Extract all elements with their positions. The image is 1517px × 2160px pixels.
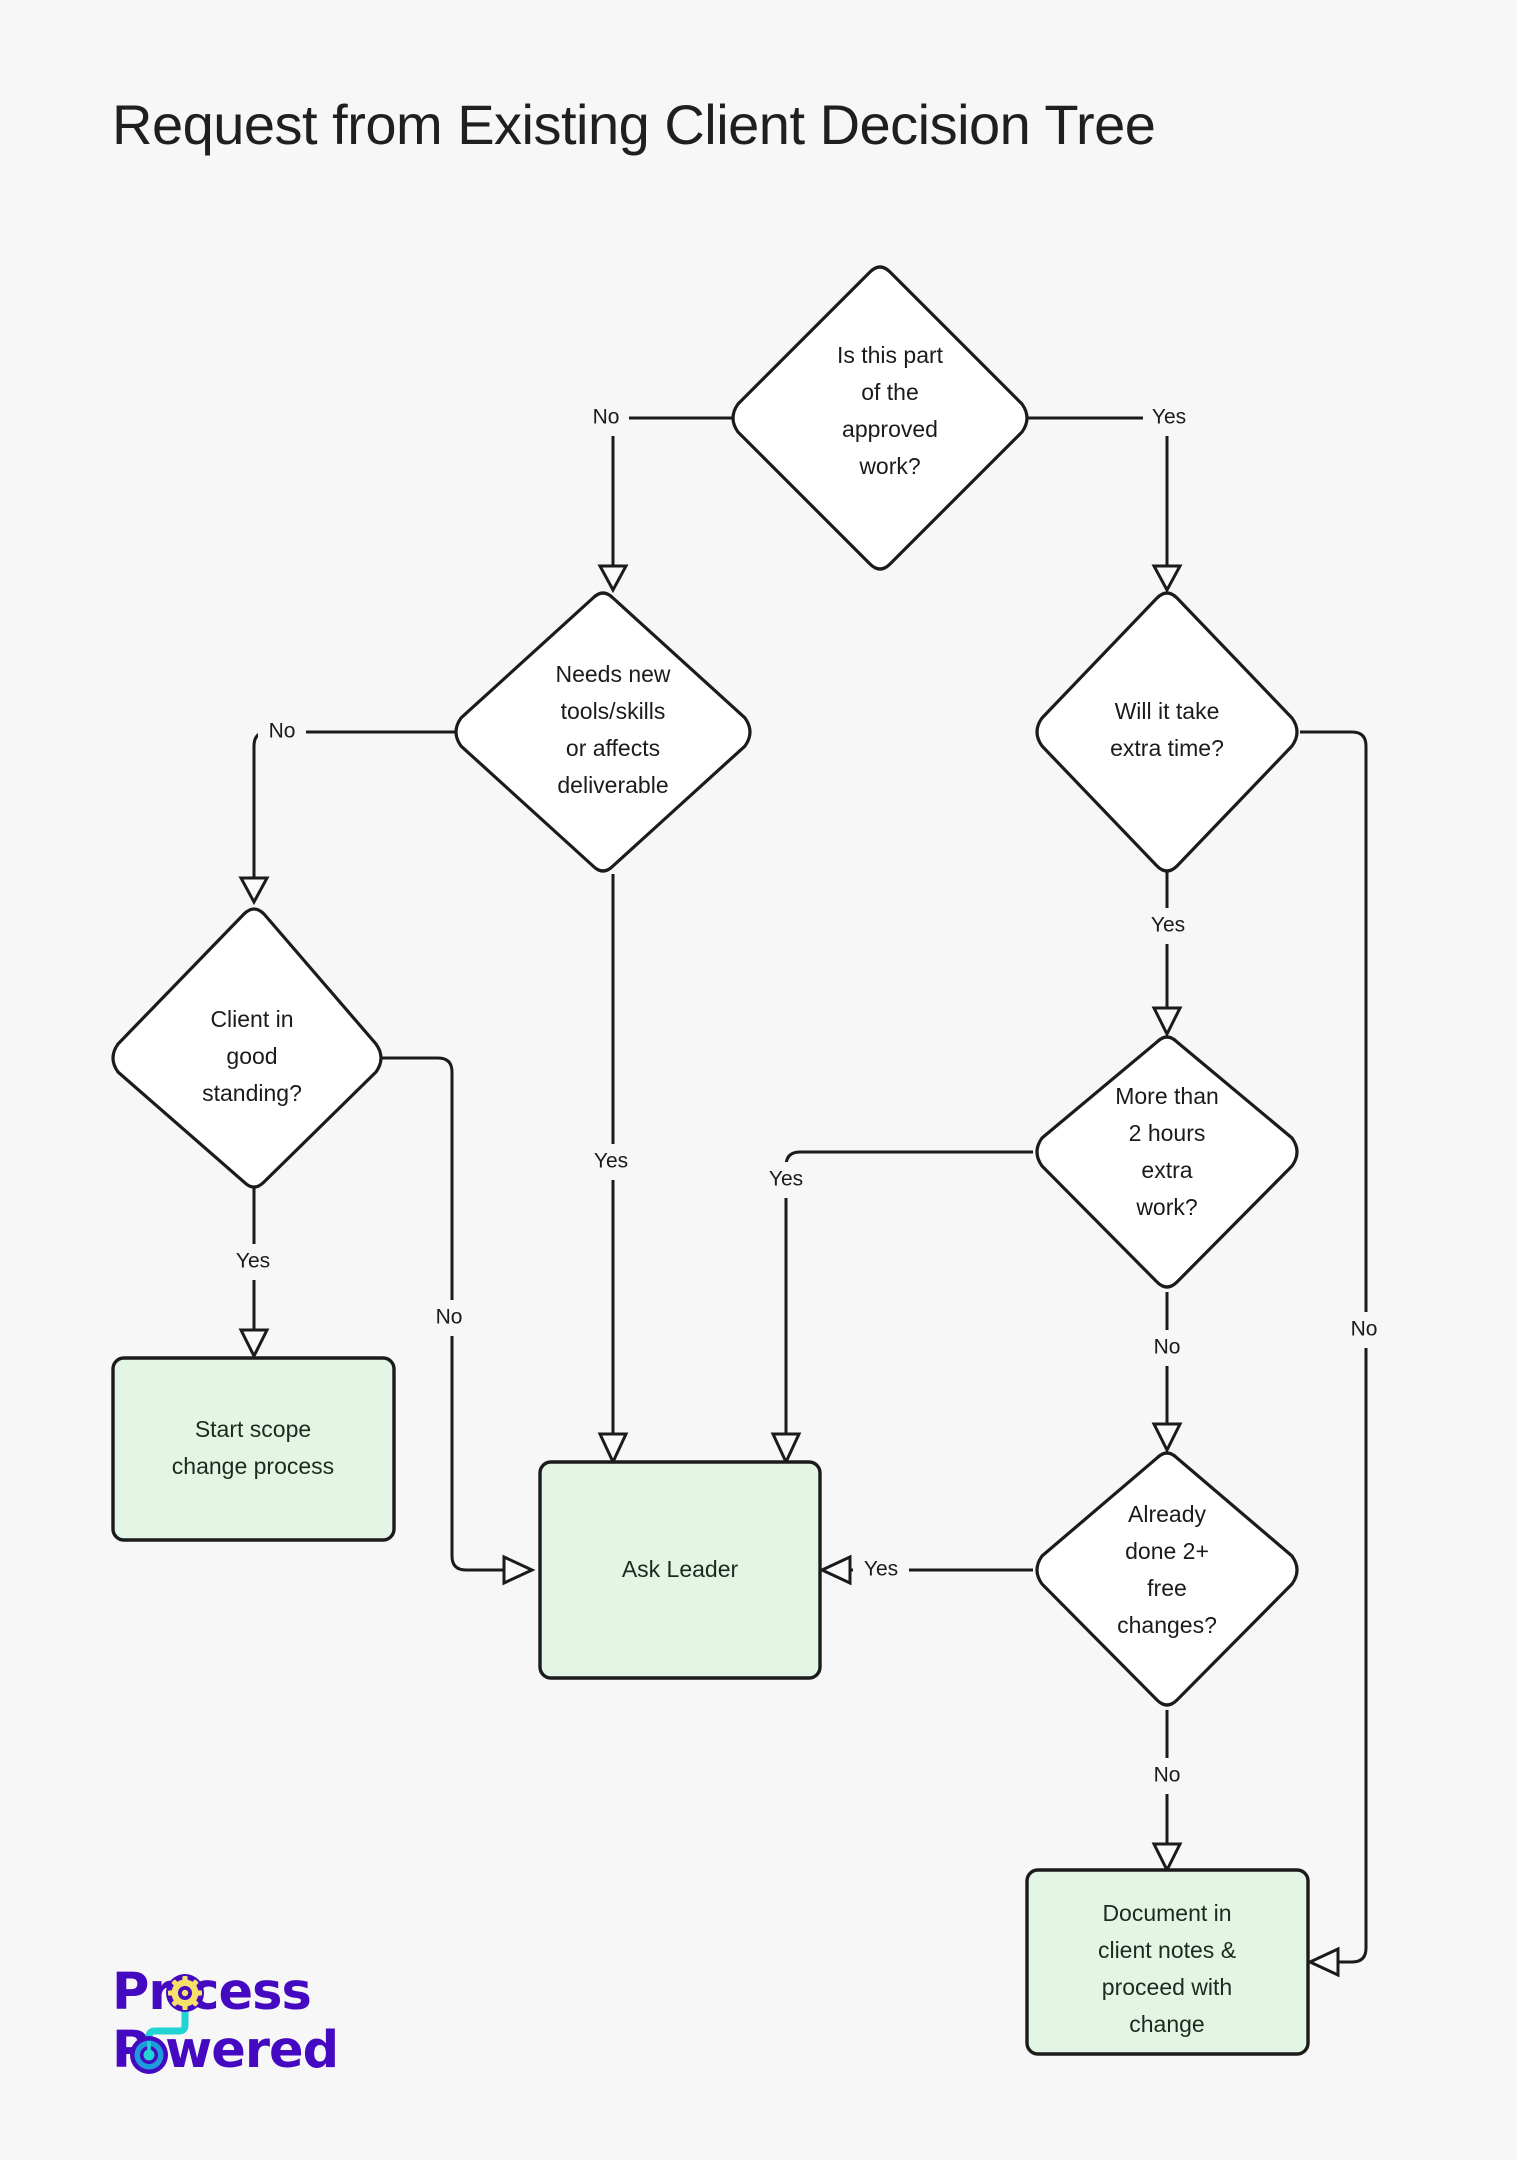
node-ask-leader[interactable]: Ask Leader (538, 1460, 822, 1680)
edge-label-n2-yes: Yes (594, 1150, 628, 1173)
edge-n7-yes-to-n5 (784, 1150, 1033, 1434)
edge-label-n1-no: No (593, 406, 620, 429)
edge-label-n6-yes: Yes (1151, 914, 1185, 937)
diamond-shape-n8 (1035, 1451, 1299, 1707)
node-already-done-2-plus-free-changes[interactable]: Already done 2+ free changes? (1035, 1451, 1299, 1707)
node-needs-new-tools-skills[interactable]: Needs new tools/skills or affects delive… (454, 591, 752, 873)
power-button-icon (130, 2036, 168, 2074)
node-label-n1-line3: approved (842, 416, 938, 442)
node-client-in-good-standing[interactable]: Client in good standing? (111, 907, 383, 1189)
diamond-shape-n1 (731, 265, 1029, 571)
arrowhead-n6-top (1151, 564, 1183, 594)
page-title: Request from Existing Client Decision Tr… (112, 93, 1156, 156)
node-label-n7-line3: extra (1141, 1157, 1192, 1183)
diamond-shape-n2 (454, 591, 752, 873)
arrowhead-n2-top (597, 564, 629, 594)
gear-icon (166, 1974, 204, 2012)
node-label-n8-line2: done 2+ (1125, 1538, 1209, 1564)
arrowhead-n5-right (818, 1554, 852, 1586)
edge-label-n8-yes: Yes (864, 1558, 898, 1581)
node-label-n9-line4: change (1129, 2011, 1204, 2037)
edge-n1-yes-to-n6 (1025, 416, 1169, 566)
node-label-n1-line1: Is this part (837, 342, 944, 368)
arrowhead-n8-top (1151, 1422, 1183, 1454)
arrowhead-n3-top (238, 876, 270, 906)
node-label-n5: Ask Leader (622, 1556, 739, 1582)
edge-label-n2-no: No (269, 720, 296, 743)
node-document-in-client-notes[interactable]: Document in client notes & proceed with … (1025, 1868, 1310, 2056)
node-is-part-of-approved-work[interactable]: Is this part of the approved work? (731, 265, 1029, 571)
node-label-n2-line4: deliverable (557, 772, 668, 798)
edge-n2-no-to-n3 (252, 730, 472, 878)
node-label-n7-line4: work? (1135, 1194, 1197, 1220)
node-will-it-take-extra-time[interactable]: Will it take extra time? (1035, 591, 1299, 873)
edge-label-n3-no: No (436, 1306, 463, 1329)
arrowhead-n5-top-right (770, 1432, 802, 1466)
process-box-n4 (111, 1356, 396, 1542)
arrowhead-n9-top (1151, 1842, 1183, 1874)
node-more-than-2-hours-extra-work[interactable]: More than 2 hours extra work? (1035, 1035, 1299, 1289)
node-label-n8-line1: Already (1128, 1501, 1206, 1527)
node-label-n1-line2: of the (861, 379, 919, 405)
edge-label-n6-no: No (1351, 1318, 1378, 1341)
node-label-n8-line4: changes? (1117, 1612, 1217, 1638)
diamond-shape-n6 (1035, 591, 1299, 873)
arrowhead-n5-top-left (597, 1432, 629, 1466)
arrowhead-n7-top (1151, 1006, 1183, 1038)
edge-n1-no-to-n2 (611, 416, 755, 566)
arrowhead-n9-right (1306, 1946, 1340, 1978)
node-label-n9-line1: Document in (1102, 1900, 1231, 1926)
node-label-n7-line1: More than (1115, 1083, 1219, 1109)
node-label-n4-line1: Start scope (195, 1416, 311, 1442)
node-label-n6-line2: extra time? (1110, 735, 1224, 761)
edge-labels-layer: No Yes No Yes Yes No Yes No Yes No Yes N… (226, 400, 1388, 1794)
edge-label-n8-no: No (1154, 1764, 1181, 1787)
arrowhead-n5-left (502, 1554, 536, 1586)
node-label-n4-line2: change process (172, 1453, 334, 1479)
edge-label-n1-yes: Yes (1152, 406, 1186, 429)
brand-logo: Pr cess P wered (112, 1963, 339, 2080)
node-label-n9-line3: proceed with (1102, 1974, 1232, 2000)
edge-label-n7-yes: Yes (769, 1168, 803, 1191)
node-label-n3-line3: standing? (202, 1080, 302, 1106)
node-label-n7-line2: 2 hours (1129, 1120, 1206, 1146)
node-label-n8-line3: free (1147, 1575, 1187, 1601)
node-label-n3-line2: good (226, 1043, 277, 1069)
node-label-n6-line1: Will it take (1115, 698, 1220, 724)
edge-label-n7-no: No (1154, 1336, 1181, 1359)
diamond-shape-n3 (111, 907, 383, 1189)
logo-word-process: Pr cess (112, 1963, 311, 2022)
node-label-n2-line1: Needs new (555, 661, 670, 687)
node-label-n2-line2: tools/skills (561, 698, 666, 724)
node-start-scope-change-process[interactable]: Start scope change process (111, 1356, 396, 1542)
node-label-n2-line3: or affects (566, 735, 660, 761)
node-label-n9-line2: client notes & (1098, 1937, 1236, 1963)
arrowhead-n4-top (238, 1328, 270, 1360)
diamond-shape-n7 (1035, 1035, 1299, 1289)
logo-cable (145, 2003, 189, 2059)
process-box-n9 (1025, 1868, 1310, 2056)
node-label-n3-line1: Client in (210, 1006, 293, 1032)
process-box-n5 (538, 1460, 822, 1680)
edge-label-n3-yes: Yes (236, 1250, 270, 1273)
node-label-n1-line4: work? (858, 453, 920, 479)
